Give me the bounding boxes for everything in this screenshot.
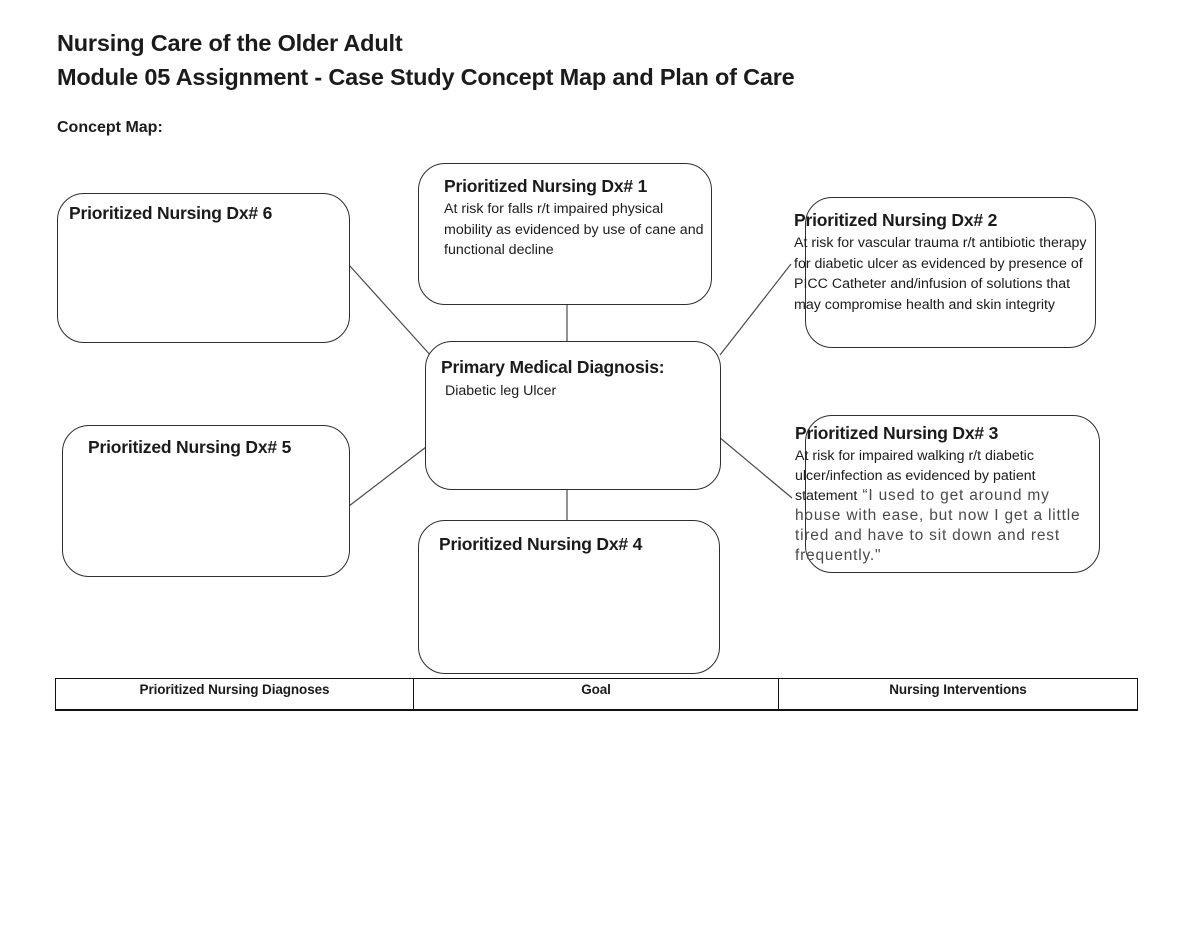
connector-line [719, 263, 792, 356]
node-primary-diagnosis: Primary Medical Diagnosis: Diabetic leg … [425, 341, 721, 490]
node-body: At risk for impaired walking r/t diabeti… [795, 446, 1097, 566]
node-nursing-dx3: Prioritized Nursing Dx# 3 At risk for im… [795, 415, 1100, 573]
node-title: Primary Medical Diagnosis: [441, 357, 665, 377]
connector-line [718, 436, 793, 499]
node-title: Prioritized Nursing Dx# 6 [69, 203, 273, 223]
node-body: At risk for falls r/t impaired physical … [444, 201, 704, 258]
care-plan-table: Prioritized Nursing Diagnoses Goal Nursi… [55, 678, 1138, 711]
node-body: At risk for vascular trauma r/t antibiot… [794, 235, 1087, 313]
node-title: Prioritized Nursing Dx# 2 [794, 210, 998, 230]
node-nursing-dx1: Prioritized Nursing Dx# 1 At risk for fa… [418, 163, 712, 305]
node-title: Prioritized Nursing Dx# 1 [444, 176, 648, 196]
concept-map-label: Concept Map: [57, 119, 163, 136]
table-header-interventions: Nursing Interventions [778, 678, 1138, 711]
node-nursing-dx5: Prioritized Nursing Dx# 5 [62, 425, 350, 577]
table-header-row: Prioritized Nursing Diagnoses Goal Nursi… [55, 678, 1138, 711]
node-body-text: At risk for impaired walking r/t diabeti… [795, 448, 1036, 504]
node-title: Prioritized Nursing Dx# 5 [88, 437, 292, 457]
connector-line [348, 443, 431, 507]
node-title: Prioritized Nursing Dx# 3 [795, 423, 999, 443]
table-header-goal: Goal [413, 678, 779, 711]
document-title: Nursing Care of the Older Adult [57, 30, 403, 56]
document-subtitle: Module 05 Assignment - Case Study Concep… [57, 64, 795, 90]
node-title: Prioritized Nursing Dx# 4 [439, 534, 643, 554]
connector-line [348, 264, 433, 358]
table-header-diagnoses: Prioritized Nursing Diagnoses [55, 678, 414, 711]
node-nursing-dx4: Prioritized Nursing Dx# 4 [418, 520, 720, 674]
node-body: Diabetic leg Ulcer [445, 383, 557, 399]
patient-statement-quote: “I used to get around my house with ease… [795, 487, 1081, 564]
node-nursing-dx2: Prioritized Nursing Dx# 2 At risk for va… [794, 197, 1096, 348]
node-nursing-dx6: Prioritized Nursing Dx# 6 [57, 193, 350, 343]
